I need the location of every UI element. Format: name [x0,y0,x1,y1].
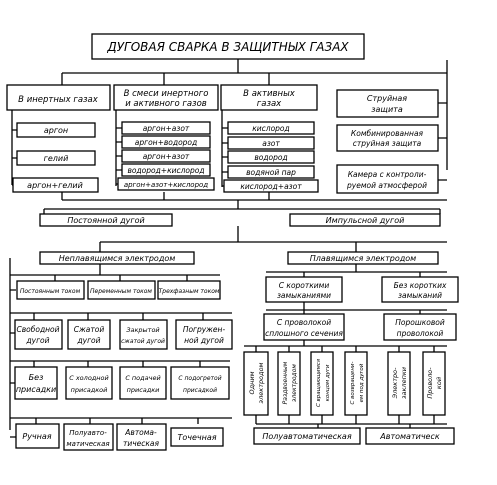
active-gas-header-line2: газах [257,99,282,109]
mechanization-item: Ручная [22,432,51,441]
vertical-item: Электро- [391,367,399,400]
mechanization-right-item: Автоматическ [379,432,440,441]
mechanization-item-line2: матическая [66,440,109,448]
vertical-variants: Одним электродом Раздвоенным электродом … [243,351,446,416]
transfer-item: С короткими [279,281,330,290]
filler-item: С холодной [69,374,109,382]
vertical-item: Проволо- [426,367,434,399]
transfer-item-line2: замыканий [398,291,442,300]
mixture-gas-list: аргон+азот аргон+водород аргон+азот водо… [117,121,215,191]
gas-group-headers: В инертных газах В смеси инертного и акт… [6,84,318,111]
vertical-item: С вращающимся [316,358,322,407]
transfer-types: С короткими замыканиями Без коротких зам… [265,276,459,303]
transfer-item-line2: замыканиями [277,291,331,300]
current-type-item: Постоянным током [20,288,81,295]
arc-type-constant: Постоянной дугой [67,216,144,225]
title-box: ДУГОВАЯ СВАРКА В ЗАЩИТНЫХ ГАЗАХ [91,33,365,60]
wire-item-line2: сплошного сечения [265,329,343,338]
wire-types: С проволокой сплошного сечения Порошково… [263,313,457,341]
connector-lines [9,59,448,438]
mixture-gas-header-line2: и активного газов [125,99,207,109]
filler-types: Без присадки С холодной присадкой С пода… [14,366,230,400]
filler-item-line2: присадки [127,386,160,394]
active-gas-item: водород [254,153,287,162]
protection-item: Комбинированная [351,129,424,138]
mechanization-right: Полуавтоматическая Автоматическ [253,427,455,445]
vertical-item: С возвращени- [350,362,356,405]
protection-item: Струйная [367,94,407,103]
arc-kind-item: Свободной [16,325,59,334]
mixture-gas-item: аргон+водород [135,138,197,147]
vertical-item-line2: электродом [291,364,298,402]
filler-item: С подогретой [178,375,221,382]
mixture-gas-item: аргон+азот [143,124,190,133]
arc-kind-item-line2: дугой [25,336,49,345]
protection-item-line2: защита [371,105,403,114]
page-title: ДУГОВАЯ СВАРКА В ЗАЩИТНЫХ ГАЗАХ [106,40,349,54]
active-gas-item: азот [262,139,280,148]
wire-item: С проволокой [277,318,331,327]
inert-gas-item: гелий [44,154,69,163]
arc-kind-item: Погружен- [183,325,226,334]
current-types: Постоянным током Переменным током Трехфа… [16,280,221,300]
protection-types: Струйная защита Комбинированная струйная… [336,89,439,194]
arc-kinds: Свободной дугой Сжатой дугой Закрытой сж… [14,319,233,350]
arc-kind-item-line2: ной дугой [184,336,224,345]
mechanization-item-line2: тическая [123,439,160,448]
inert-gas-header: В инертных газах [18,95,99,105]
protection-item-line2: руемой атмосферой [346,181,427,190]
filler-item: Без [29,373,44,382]
inert-gas-item: аргон+гелий [27,181,83,190]
mixture-gas-header: В смеси инертного [124,89,209,99]
active-gas-header: В активных [243,89,296,99]
mechanization-item: Автома- [124,428,157,437]
inert-gas-item: аргон [44,126,68,135]
mechanization-right-item: Полуавтоматическая [262,432,352,441]
vertical-item: Одним [248,371,256,394]
active-gas-item: кислород+азот [240,182,302,191]
current-type-item: Переменным током [90,288,152,295]
vertical-item-line2: заклепки [400,367,408,399]
vertical-item-line2: концом дуги [325,364,331,401]
consumable-electrode: Плавящимся электродом [310,254,416,263]
non-consumable-electrode: Неплавящимся электродом [59,254,176,263]
mechanization-item: Точечная [177,433,216,442]
mechanization-left: Ручная Полуавто- матическая Автома- тиче… [15,423,224,451]
filler-item-line2: присадкой [183,387,217,394]
active-gas-item: водяной пар [246,168,296,177]
arc-kind-item-line2: дугой [76,336,100,345]
electrode-types: Неплавящимся электродом Плавящимся элект… [39,251,439,265]
vertical-item-line2: ем под дугой [359,363,365,402]
mixture-gas-item: водород+кислород [127,166,204,175]
active-gas-item: кислород [252,124,289,133]
filler-item: С подачей [125,374,160,382]
arc-kind-item: Закрытой [126,326,159,334]
vertical-item: Раздвоенным [282,361,289,404]
vertical-item-line2: кой [435,377,443,389]
arc-type-row: Постоянной дугой Импульсной дугой [39,213,441,227]
vertical-item-line2: электродом [257,362,265,403]
protection-item: Камера с контроли- [348,170,427,179]
wire-item: Порошковой [395,318,445,327]
arc-kind-item: Сжатой [74,325,105,334]
protection-item-line2: струйная защита [353,139,422,148]
mixture-gas-item: аргон+азот+кислород [124,181,208,189]
transfer-item: Без коротких [394,281,447,290]
arc-kind-item-line2: сжатой дугой [121,338,165,345]
arc-type-pulse: Импульсной дугой [326,216,405,225]
filler-item-line2: присадки [16,385,56,394]
filler-item-line2: присадкой [71,386,108,394]
current-type-item: Трехфазным током [159,288,220,295]
active-gas-list: кислород азот водород водяной пар кислор… [223,121,319,193]
inert-gas-list: аргон гелий аргон+гелий [12,122,99,193]
mechanization-item: Полуавто- [69,429,107,437]
wire-item-line2: проволокой [397,329,444,338]
mixture-gas-item: аргон+азот [143,152,190,161]
